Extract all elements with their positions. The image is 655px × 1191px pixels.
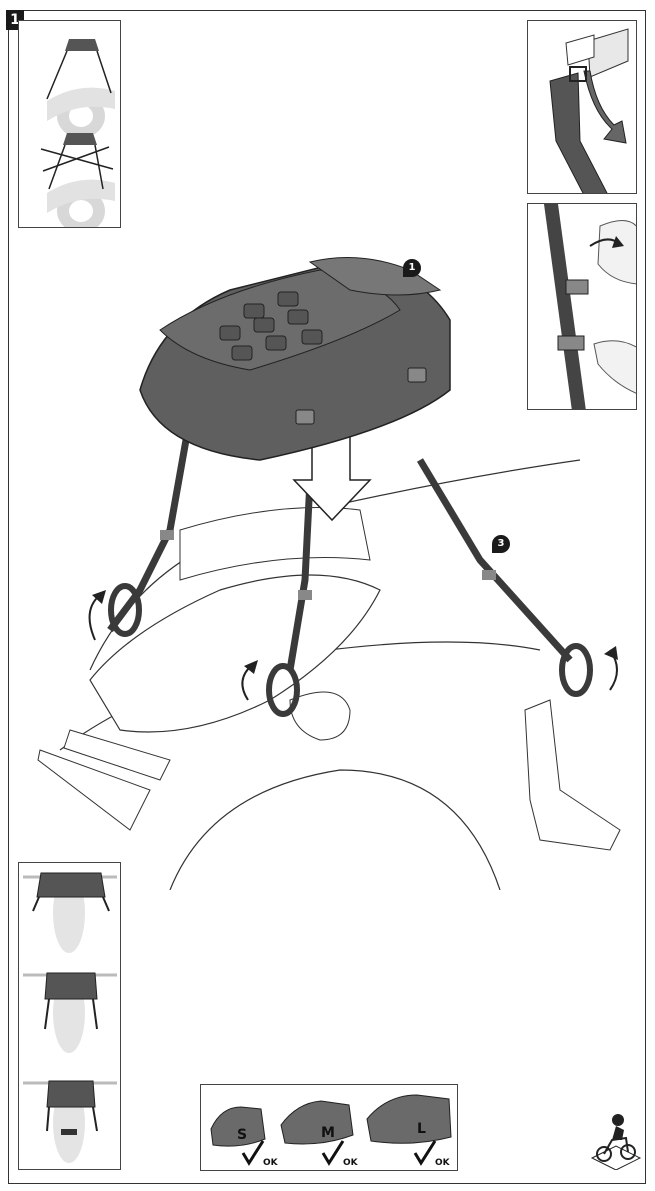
main-installation-illustration (37, 257, 621, 890)
size-l-label: L (417, 1121, 426, 1137)
size-l-bag: L OK (366, 1094, 452, 1168)
size-m-label: M (321, 1125, 335, 1141)
checkmark-icon (413, 1140, 437, 1166)
size-m-bag: M OK (280, 1100, 359, 1168)
callout-strap: 3 (492, 535, 510, 553)
variation-2 (23, 972, 117, 1053)
checkmark-icon (241, 1140, 265, 1166)
correct-strap-diagram (46, 39, 115, 138)
size-s-status: OK (263, 1158, 279, 1168)
size-s-bag: S OK (210, 1106, 279, 1168)
straps (107, 439, 593, 717)
mounting-variations-panel (18, 862, 121, 1170)
callout-bag: 1 (403, 259, 421, 277)
instruction-frame (8, 10, 646, 1184)
checkmark-icon (321, 1140, 345, 1166)
strap-adjuster-panel (527, 203, 637, 410)
size-compatibility-panel: S OK M OK L OK (200, 1084, 458, 1171)
motorcycle-rider-icon (590, 1114, 642, 1170)
incorrect-strap-diagram (40, 133, 115, 227)
tank-bag (139, 257, 451, 461)
size-l-status: OK (435, 1158, 451, 1168)
variation-1 (23, 872, 117, 953)
strap-angle-panel (18, 20, 121, 228)
cross-icon (40, 146, 114, 172)
size-m-status: OK (343, 1158, 359, 1168)
size-s-label: S (237, 1127, 247, 1143)
buckle-detail-panel (527, 20, 637, 194)
variation-3 (23, 1080, 117, 1163)
down-arrow-icon (583, 70, 627, 144)
